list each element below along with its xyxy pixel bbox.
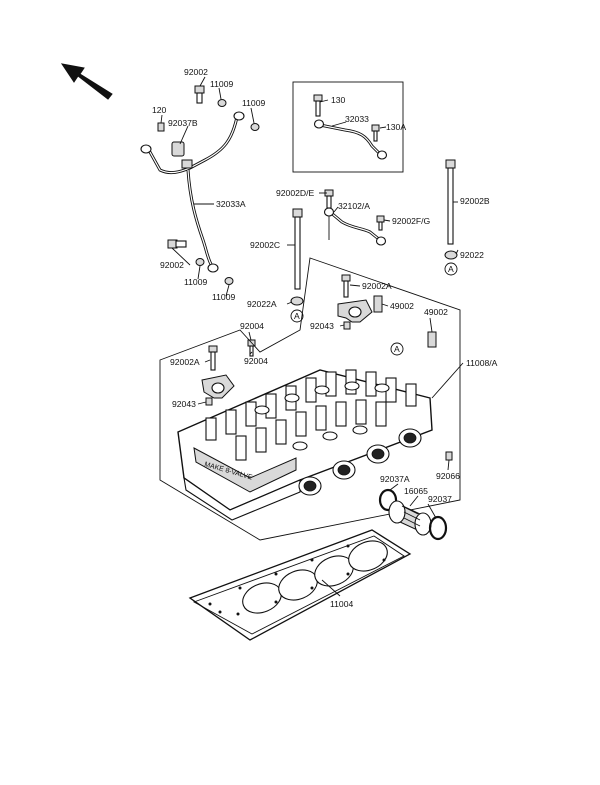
washer-92022a xyxy=(290,296,304,306)
label-92004-b: 92004 xyxy=(244,356,268,366)
label-92002fg: 92002F/G xyxy=(392,216,431,226)
cylinder-head-11008a: MAKE 8-VALVE xyxy=(177,369,433,521)
plug-92066 xyxy=(445,451,453,461)
label-49002-b: 49002 xyxy=(424,307,448,317)
reference-a-icon-2: A xyxy=(290,309,304,323)
clamp-92037a xyxy=(378,488,398,512)
leader-lines xyxy=(160,76,464,597)
label-92037: 92037 xyxy=(428,494,452,504)
label-32033a: 32033A xyxy=(216,199,246,209)
label-92004-a: 92004 xyxy=(240,321,264,331)
label-11009-d: 11009 xyxy=(212,292,235,302)
label-92002-top: 92002 xyxy=(184,67,208,77)
label-11008a: 11008/A xyxy=(466,358,498,368)
reference-a-icon-1: A xyxy=(444,262,458,276)
bolt-120 xyxy=(157,122,165,132)
label-92043-right: 92043 xyxy=(310,321,334,331)
ref-a-text-2: A xyxy=(294,311,300,321)
label-92037b: 92037B xyxy=(168,118,198,128)
direction-arrow-icon xyxy=(60,63,113,100)
plug-49002-b xyxy=(427,331,437,348)
washer-11009-b xyxy=(250,123,260,131)
cam-cap-right xyxy=(337,299,373,323)
label-11009-a: 11009 xyxy=(210,79,233,89)
washer-11009-c xyxy=(195,258,205,266)
stud-92002b xyxy=(445,159,456,245)
ref-a-text-1: A xyxy=(448,264,454,274)
label-92002a-left: 92002A xyxy=(170,357,200,367)
washer-92022 xyxy=(444,250,458,260)
holder-16065 xyxy=(388,500,432,536)
dowel-92043-right xyxy=(343,321,351,330)
washer-11009-d xyxy=(224,277,234,285)
plug-49002-a xyxy=(373,295,383,313)
label-32102a: 32102/A xyxy=(338,201,370,211)
dowel-92043-left xyxy=(205,397,213,406)
bolt-92002-mid xyxy=(167,239,187,249)
label-92022a: 92022A xyxy=(247,299,277,309)
bolt-92002a-right xyxy=(341,274,351,298)
stud-92002c xyxy=(292,208,303,290)
bolt-92002a-left xyxy=(208,345,218,371)
bolt-92002-top xyxy=(194,85,205,104)
label-92066: 92066 xyxy=(436,471,460,481)
oil-pipe-32033a xyxy=(140,111,245,273)
label-49002-a: 49002 xyxy=(390,301,414,311)
label-92002-mid: 92002 xyxy=(160,260,184,270)
label-11004: 11004 xyxy=(330,599,353,609)
label-11009-c: 11009 xyxy=(184,277,207,287)
pipe-32033-box xyxy=(292,81,404,173)
label-32033: 32033 xyxy=(345,114,369,124)
label-130a: 130A xyxy=(386,122,406,132)
label-92002a-right: 92002A xyxy=(362,281,392,291)
cam-cap-left xyxy=(201,374,235,399)
label-16065: 16065 xyxy=(404,486,428,496)
label-130: 130 xyxy=(331,95,346,105)
washer-11009-a xyxy=(217,99,227,107)
label-92043-left: 92043 xyxy=(172,399,196,409)
label-92002de: 92002D/E xyxy=(276,188,314,198)
bolt-130a xyxy=(371,124,380,142)
cylinder-head-frame xyxy=(159,257,461,541)
label-11009-b: 11009 xyxy=(242,98,265,108)
label-92002c: 92002C xyxy=(250,240,280,250)
label-92037a: 92037A xyxy=(380,474,410,484)
bolt-130 xyxy=(313,94,323,117)
ref-a-text-3: A xyxy=(394,344,400,354)
bolt-92002fg xyxy=(376,215,385,231)
label-120: 120 xyxy=(152,105,167,115)
head-gasket-11004 xyxy=(188,529,412,641)
oil-pipe-32033 xyxy=(313,119,388,160)
label-92002b: 92002B xyxy=(460,196,490,206)
clamp-92037 xyxy=(428,515,448,541)
part-labels: 92002 11009 11009 120 92037B 32033A 9200… xyxy=(152,67,498,609)
label-92022: 92022 xyxy=(460,250,484,260)
reference-a-icon-3: A xyxy=(390,342,404,356)
oil-pipe-32102a xyxy=(323,207,387,246)
